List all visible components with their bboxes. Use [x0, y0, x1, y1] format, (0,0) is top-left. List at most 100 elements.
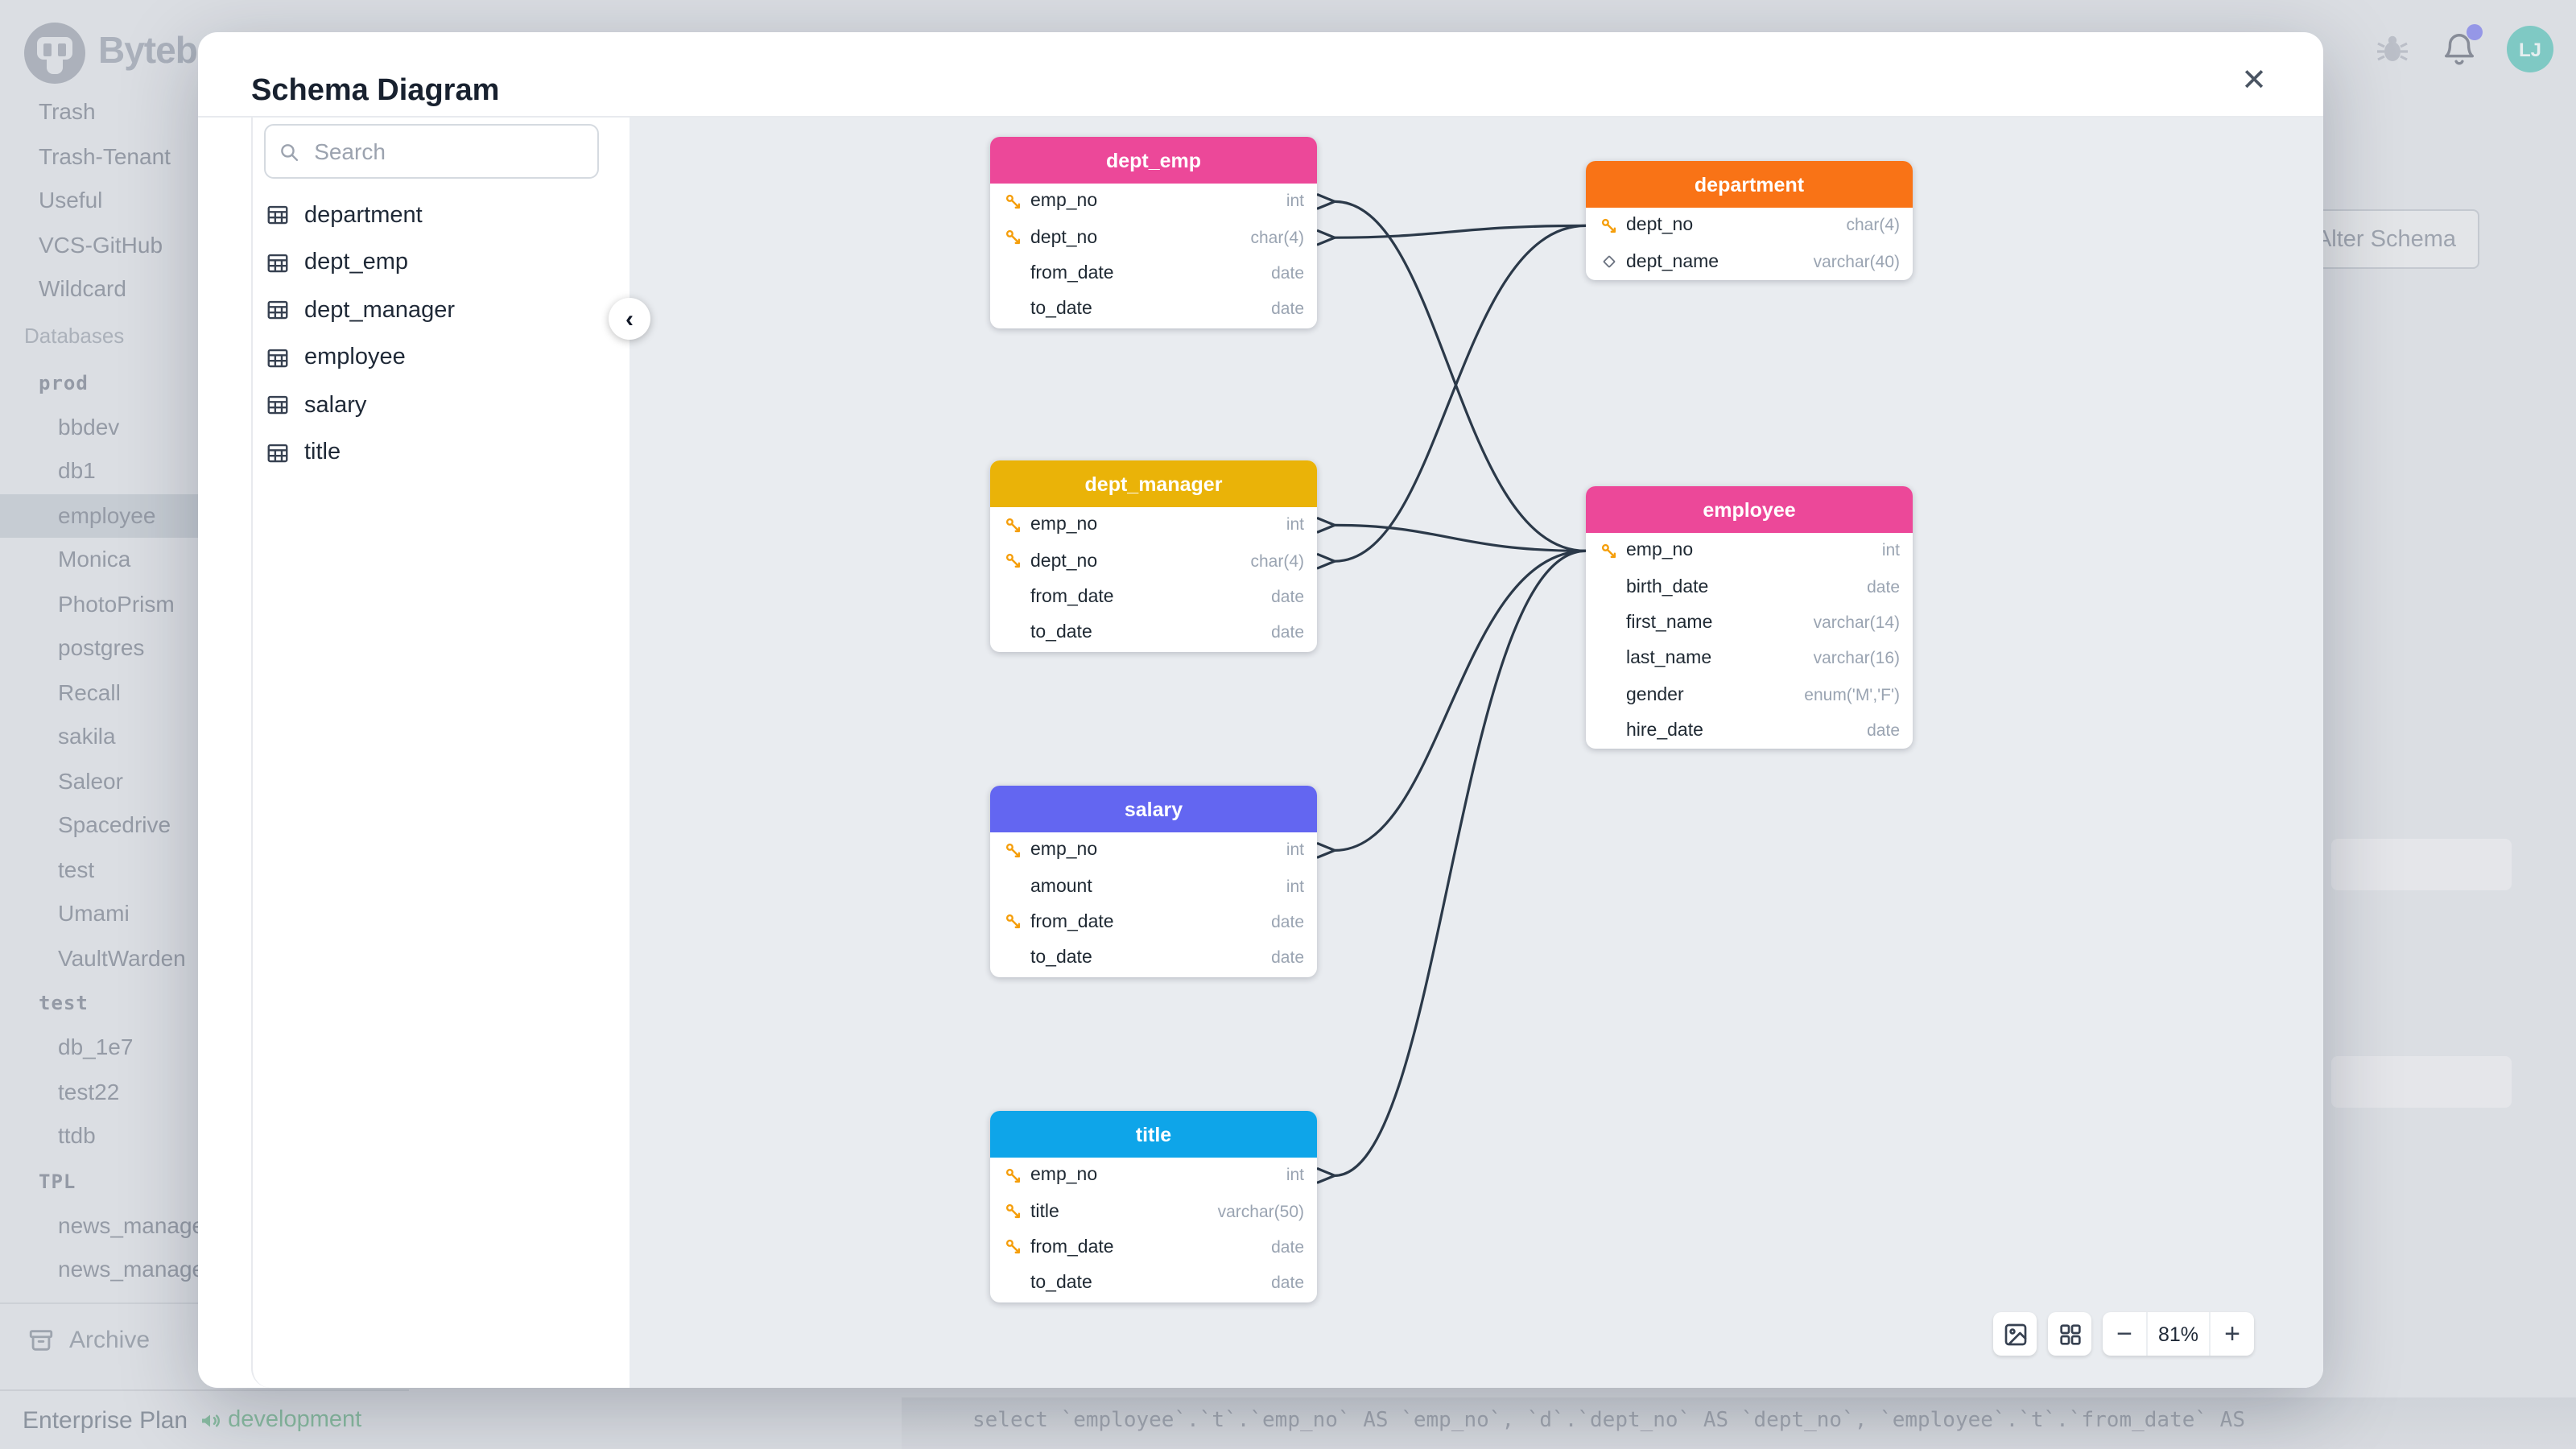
sidebar-item-archive[interactable]: Archive	[0, 1313, 242, 1368]
sidebar-item-wildcard[interactable]: Wildcard	[39, 275, 126, 301]
column-name: from_date	[1030, 1237, 1114, 1257]
primary-key-icon	[1005, 194, 1021, 208]
search-input[interactable]	[311, 137, 584, 166]
zoom-out-button[interactable]: −	[2116, 1318, 2132, 1348]
sidebar-db-test[interactable]: test	[58, 856, 95, 881]
diagram-column-row: amount int	[990, 869, 1317, 905]
sidebar-db-Recall[interactable]: Recall	[58, 679, 121, 704]
diagram-table-header: employee	[1586, 486, 1913, 533]
column-name: birth_date	[1626, 577, 1709, 597]
column-name: last_name	[1626, 649, 1712, 669]
diagram-table-header: title	[990, 1111, 1317, 1158]
column-type: int	[1286, 1166, 1304, 1186]
sidebar-db-VaultWarden[interactable]: VaultWarden	[58, 944, 186, 970]
sidebar-db-sakila[interactable]: sakila	[58, 723, 116, 749]
table-list-item-department[interactable]: department	[253, 192, 631, 239]
avatar[interactable]: LJ	[2507, 26, 2553, 72]
sidebar-item-trash-tenant[interactable]: Trash-Tenant	[39, 142, 171, 168]
table-list-panel: department dept_emp dept_manager employee sa…	[251, 118, 631, 1388]
table-icon	[267, 349, 288, 367]
notifications-bell-icon[interactable]	[2441, 24, 2483, 68]
column-name: dept_no	[1030, 228, 1098, 248]
edge-salary.emp_no-to-employee.emp_no	[1316, 549, 1587, 859]
table-list-label: employee	[304, 345, 406, 371]
sidebar-env-prod[interactable]: prod	[39, 371, 89, 394]
primary-key-icon	[1601, 218, 1616, 233]
table-list-label: dept_emp	[304, 250, 408, 276]
column-name: title	[1030, 1202, 1059, 1222]
table-list-item-employee[interactable]: employee	[253, 334, 631, 382]
sidebar-item-useful[interactable]: Useful	[39, 187, 103, 213]
bytebase-logo-icon	[24, 23, 85, 84]
collapse-panel-button[interactable]: ‹	[609, 298, 650, 340]
sidebar-db-db_1e7[interactable]: db_1e7	[58, 1034, 134, 1059]
column-type: varchar(40)	[1813, 252, 1900, 272]
modal-title: Schema Diagram	[251, 74, 500, 108]
table-list-item-salary[interactable]: salary	[253, 382, 631, 429]
table-icon	[267, 396, 288, 415]
zoom-in-button[interactable]: +	[2224, 1318, 2240, 1348]
export-image-button[interactable]	[1993, 1312, 2037, 1356]
table-icon	[267, 254, 288, 272]
auto-layout-button[interactable]	[2048, 1312, 2091, 1356]
column-type: int	[1881, 541, 1900, 561]
sidebar-db-ttdb[interactable]: ttdb	[58, 1122, 96, 1148]
archive-icon	[29, 1330, 53, 1351]
sidebar-item-trash[interactable]: Trash	[39, 98, 96, 124]
modal-body: department dept_emp dept_manager employee sa…	[198, 116, 2323, 1388]
primary-key-icon	[1005, 230, 1021, 245]
column-type: int	[1286, 877, 1304, 897]
column-name: from_date	[1030, 263, 1114, 283]
sidebar-db-PhotoPrism[interactable]: PhotoPrism	[58, 590, 175, 616]
sidebar-db-test22[interactable]: test22	[58, 1078, 120, 1104]
column-name: hire_date	[1626, 721, 1703, 741]
sidebar-env-test[interactable]: test	[39, 992, 89, 1014]
column-type: int	[1286, 515, 1304, 535]
sidebar-db-Umami[interactable]: Umami	[58, 900, 130, 926]
sidebar-db-Monica[interactable]: Monica	[58, 546, 131, 572]
sidebar-db-Spacedrive[interactable]: Spacedrive	[58, 811, 171, 837]
sidebar-db-news_manage[interactable]: news_manage	[58, 1256, 205, 1282]
sidebar-env-TPL[interactable]: TPL	[39, 1170, 76, 1192]
primary-key-icon	[1005, 1168, 1021, 1183]
sidebar-db-postgres[interactable]: postgres	[58, 634, 145, 660]
table-list-item-dept_manager[interactable]: dept_manager	[253, 287, 631, 334]
close-icon[interactable]: ✕	[2241, 64, 2267, 97]
sidebar-db-Saleor[interactable]: Saleor	[58, 767, 123, 793]
alter-schema-button[interactable]: Alter Schema	[2293, 209, 2479, 269]
sidebar-db-news_manage[interactable]: news_manage	[58, 1212, 205, 1237]
sidebar-db-bbdev[interactable]: bbdev	[58, 413, 120, 439]
column-name: from_date	[1030, 912, 1114, 932]
column-type: char(4)	[1250, 228, 1304, 248]
sidebar-db-db1[interactable]: db1	[58, 457, 96, 483]
table-list-item-title[interactable]: title	[253, 429, 631, 477]
sql-statement-text: select `employee`.`t`.`emp_no` AS `emp_n…	[972, 1409, 2245, 1433]
diagram-table-header: salary	[990, 786, 1317, 832]
primary-key-icon	[1005, 1240, 1021, 1255]
column-type: date	[1271, 1274, 1304, 1294]
background-panel	[2331, 1056, 2512, 1108]
bug-report-icon[interactable]	[2373, 30, 2412, 68]
search-box[interactable]	[264, 124, 599, 179]
sidebar-item-vcs-github[interactable]: VCS-GitHub	[39, 231, 163, 257]
table-list-item-dept_emp[interactable]: dept_emp	[253, 239, 631, 287]
column-type: date	[1271, 263, 1304, 283]
column-name: amount	[1030, 877, 1092, 897]
